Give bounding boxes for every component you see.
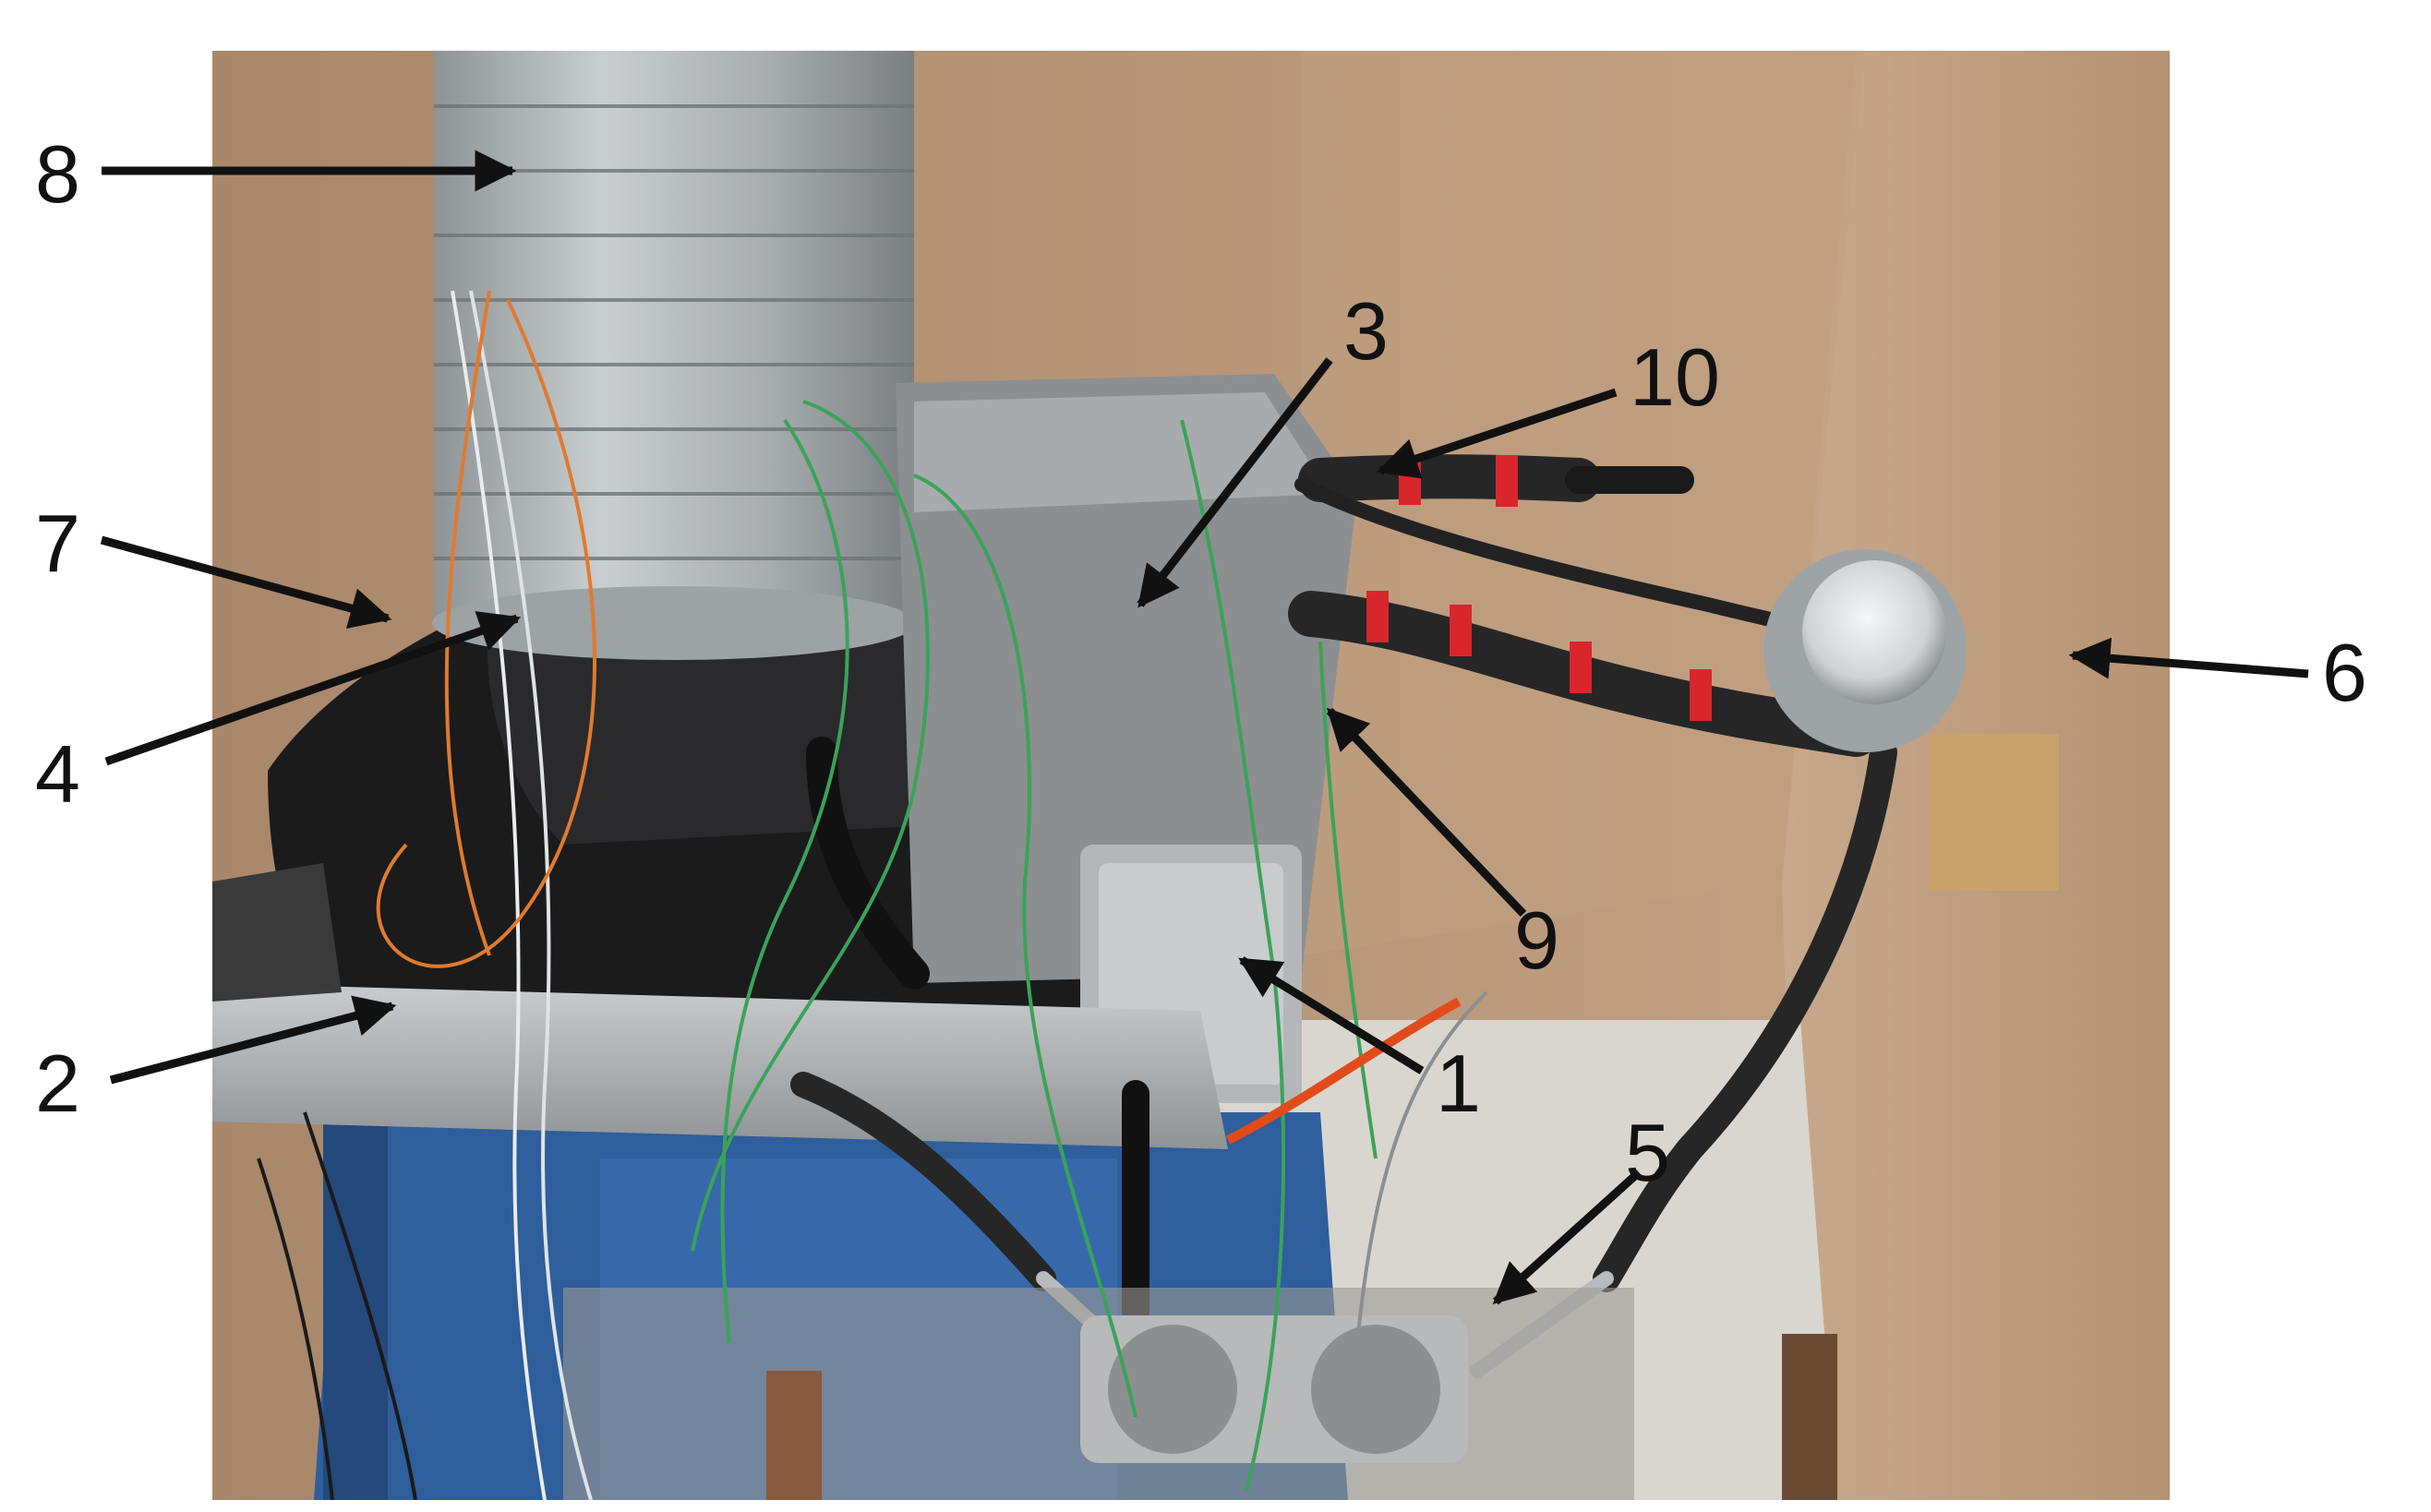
test-rig-illustration: [212, 51, 2170, 1500]
callout-8: 8: [35, 128, 80, 220]
callout-2: 2: [35, 1038, 80, 1129]
callout-9: 9: [1514, 894, 1559, 986]
callout-1: 1: [1436, 1038, 1481, 1129]
callout-5: 5: [1625, 1107, 1670, 1198]
callout-3: 3: [1343, 285, 1389, 377]
callout-7: 7: [35, 498, 80, 589]
callout-4: 4: [35, 728, 80, 820]
test-rig-photo: [212, 51, 2170, 1500]
callout-10: 10: [1630, 331, 1720, 423]
callout-6: 6: [2322, 627, 2367, 718]
